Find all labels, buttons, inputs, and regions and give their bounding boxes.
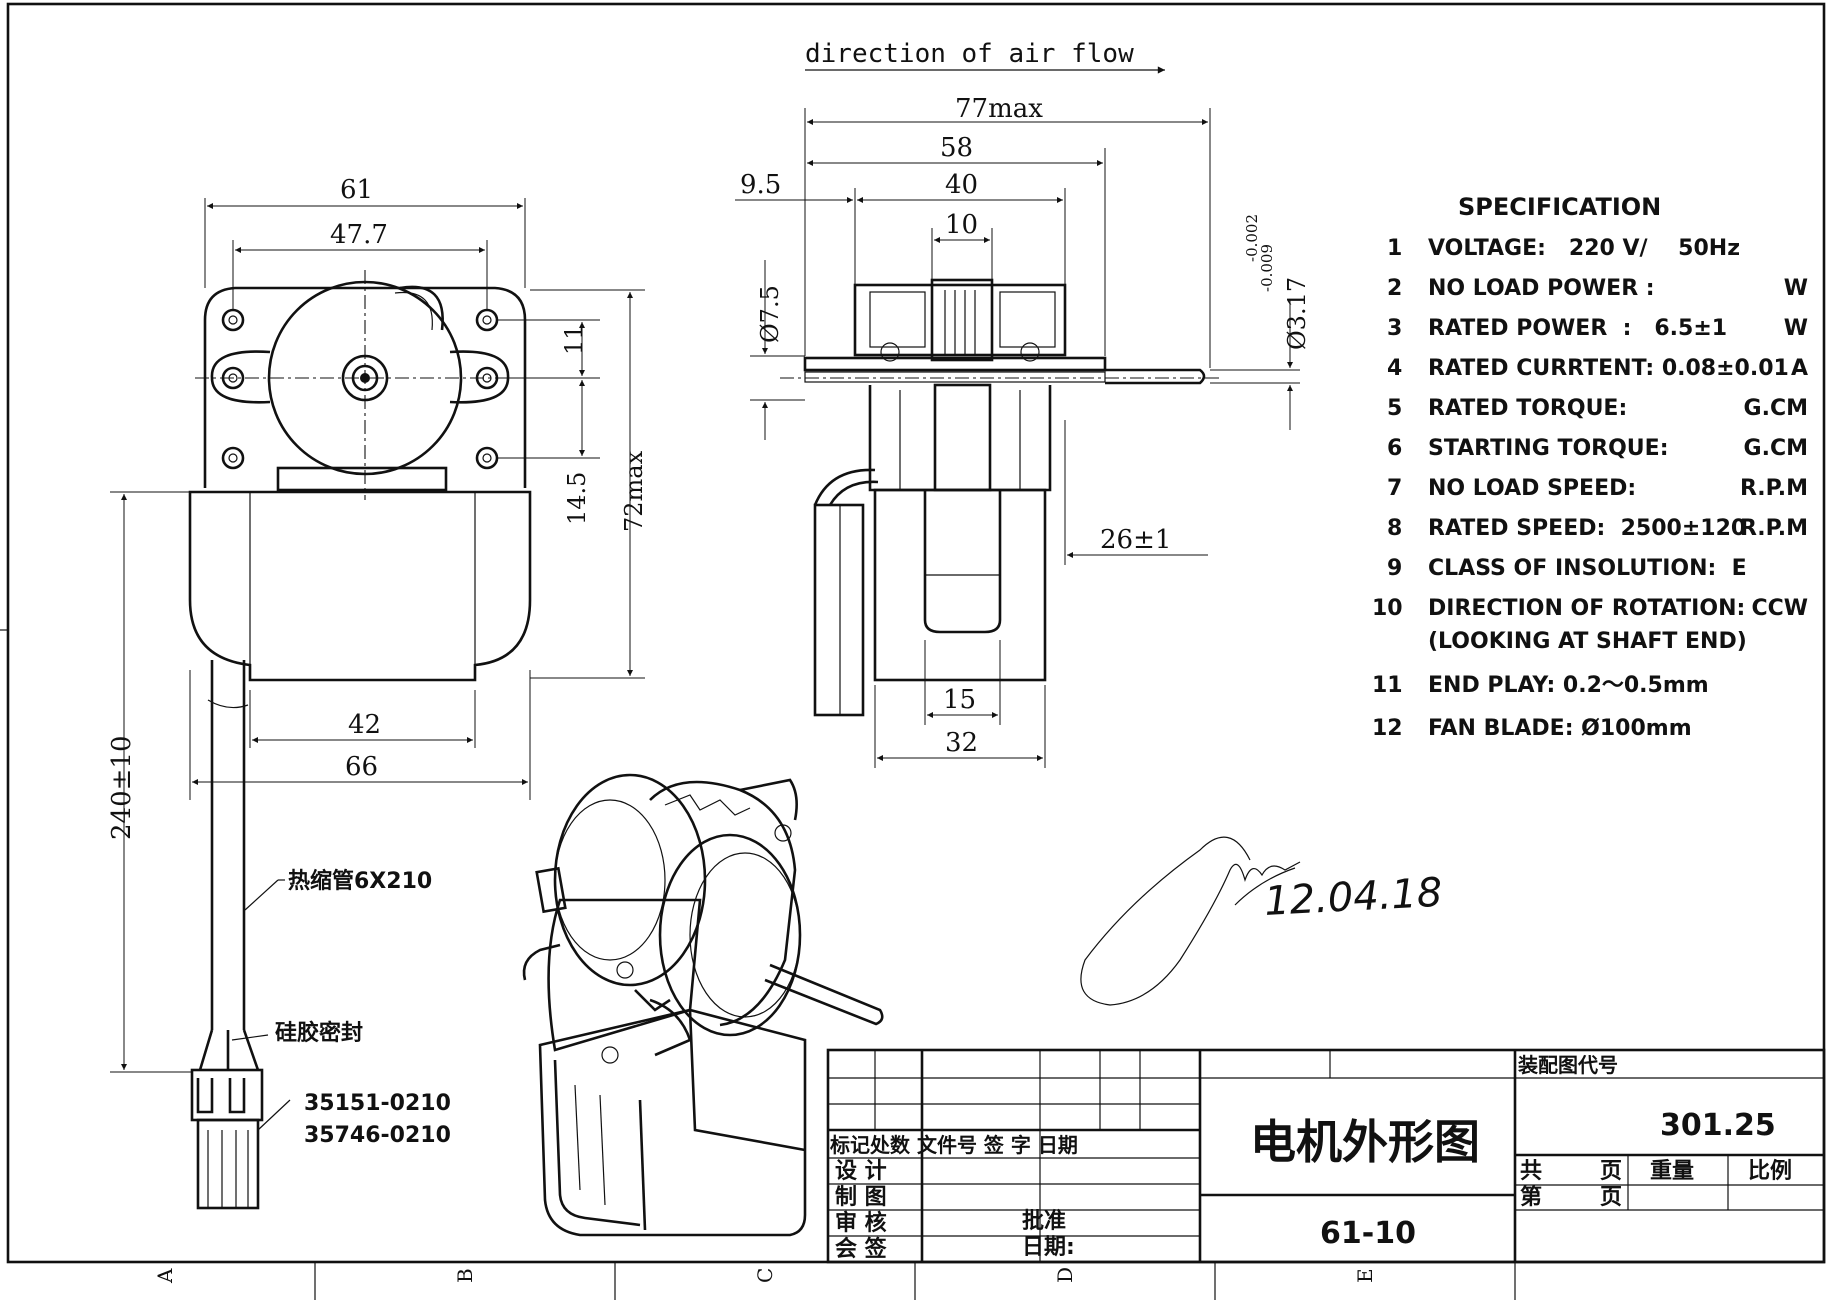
- dim-dia-7-5: Ø7.5: [756, 285, 784, 343]
- spec-item-label: NO LOAD POWER :: [1428, 276, 1655, 301]
- spec-item-number: 4: [1387, 356, 1402, 381]
- drawing-code: 61-10: [1320, 1216, 1416, 1251]
- front-view: 61 47.7 11 14.5 72max 42 66 240±10: [107, 175, 648, 1210]
- signature: 12.04.18: [1080, 836, 1443, 1006]
- dim-9-5: 9.5: [740, 170, 781, 200]
- spec-item-label: RATED TORQUE:: [1428, 396, 1627, 421]
- spec-item-number: 6: [1387, 436, 1402, 461]
- dim-58: 58: [940, 133, 973, 163]
- isometric-view: [522, 773, 884, 1237]
- dim-14-5: 14.5: [563, 472, 591, 525]
- spec-item-label: RATED POWER : 6.5±1: [1428, 316, 1727, 341]
- spec-item-unit: G.CM: [1744, 396, 1808, 421]
- side-view: direction of air flow: [735, 39, 1311, 768]
- spec-item-label: CLASS OF INSOLUTION: E: [1428, 556, 1747, 581]
- assembly-code-label: 装配图代号: [1517, 1053, 1618, 1077]
- dim-11: 11: [560, 324, 588, 355]
- signature-date: 12.04.18: [1263, 870, 1443, 925]
- spec-item-label: RATED SPEED: 2500±120: [1428, 516, 1746, 541]
- label-review: 审 核: [835, 1210, 887, 1236]
- spec-item-number: 8: [1387, 516, 1402, 541]
- spec-item-label: STARTING TORQUE:: [1428, 436, 1669, 461]
- dim-dia-3-17: Ø3.17: [1283, 277, 1311, 350]
- spec-item-label: NO LOAD SPEED:: [1428, 476, 1636, 501]
- dim-15: 15: [943, 685, 976, 715]
- tol-upper: -0.002: [1243, 214, 1261, 262]
- dim-61: 61: [340, 175, 373, 205]
- label-countersign: 会 签: [835, 1236, 888, 1262]
- label-scale: 比例: [1748, 1159, 1792, 1184]
- spec-item-number: 10: [1372, 596, 1403, 621]
- spec-item-unit: A: [1791, 356, 1808, 381]
- spec-item-unit: R.P.M: [1740, 476, 1808, 501]
- label-design: 设 计: [835, 1159, 887, 1184]
- spec-item-number: 11: [1372, 673, 1403, 698]
- label-page-1: 页: [1600, 1159, 1622, 1184]
- drawing-title: 电机外形图: [1250, 1115, 1480, 1169]
- drawing-number: 301.25: [1660, 1108, 1776, 1143]
- dim-26: 26±1: [1100, 525, 1171, 555]
- spec-item-unit: W: [1784, 316, 1808, 341]
- dim-72max: 72max: [620, 450, 648, 532]
- label-date: 日期:: [1022, 1235, 1075, 1260]
- zone-markers: A B C D E: [0, 629, 1516, 1300]
- zone-b: B: [453, 1268, 477, 1283]
- dim-40: 40: [945, 170, 978, 200]
- spec-item-label: FAN BLADE: Ø100mm: [1428, 716, 1692, 741]
- dim-32: 32: [945, 728, 978, 758]
- spec-item-unit: W: [1784, 276, 1808, 301]
- label-sheet: 第: [1520, 1184, 1542, 1210]
- dim-77max: 77max: [955, 94, 1043, 124]
- airflow-label: direction of air flow: [805, 39, 1134, 69]
- spec-item-number: 5: [1387, 396, 1402, 421]
- dim-240: 240±10: [107, 736, 137, 841]
- label-approve: 批准: [1022, 1209, 1066, 1234]
- label-weight: 重量: [1650, 1159, 1694, 1184]
- spec-item-unit: R.P.M: [1740, 516, 1808, 541]
- zone-e: E: [1353, 1268, 1377, 1283]
- label-draw: 制 图: [835, 1185, 887, 1210]
- tol-lower: -0.009: [1258, 244, 1276, 292]
- spec-item-unit: G.CM: [1744, 436, 1808, 461]
- spec-title: SPECIFICATION: [1458, 193, 1661, 221]
- callout-part-b: 35746-0210: [304, 1123, 451, 1148]
- spec-item-number: 7: [1387, 476, 1402, 501]
- spec-item-unit: CCW: [1751, 596, 1808, 621]
- title-block: 装配图代号 301.25 电机外形图 61-10 标记处数 文件号 签 字 日期…: [826, 1048, 1826, 1264]
- spec-item-label: (LOOKING AT SHAFT END): [1428, 629, 1747, 654]
- callout-part-a: 35151-0210: [304, 1091, 451, 1116]
- zone-c: C: [753, 1268, 777, 1283]
- spec-item-label: DIRECTION OF ROTATION:: [1428, 596, 1745, 621]
- spec-item-number: 9: [1387, 556, 1402, 581]
- spec-item-label: RATED CURRTENT: 0.08±0.01: [1428, 356, 1789, 381]
- spec-item-number: 12: [1372, 716, 1403, 741]
- dim-66: 66: [345, 752, 378, 782]
- zone-a: A: [153, 1268, 177, 1284]
- rev-header: 标记处数 文件号 签 字 日期: [830, 1133, 1078, 1157]
- zone-d: D: [1053, 1267, 1077, 1283]
- label-total: 共: [1520, 1159, 1542, 1184]
- spec-item-number: 2: [1387, 276, 1402, 301]
- spec-item-label: END PLAY: 0.2～0.5mm: [1428, 673, 1709, 698]
- specification-table: SPECIFICATION 1 VOLTAGE: 220 V/ 50Hz 2 NO L…: [1372, 193, 1808, 741]
- spec-item-number: 1: [1387, 236, 1402, 261]
- spec-item-number: 3: [1387, 316, 1402, 341]
- dim-10: 10: [945, 210, 978, 240]
- callout-silicone-seal: 硅胶密封: [275, 1020, 363, 1046]
- callout-heat-shrink: 热缩管6X210: [288, 868, 432, 894]
- spec-item-label: VOLTAGE: 220 V/ 50Hz: [1428, 236, 1740, 261]
- dim-42: 42: [348, 710, 381, 740]
- dim-47-7: 47.7: [330, 220, 388, 250]
- label-page-2: 页: [1600, 1185, 1622, 1210]
